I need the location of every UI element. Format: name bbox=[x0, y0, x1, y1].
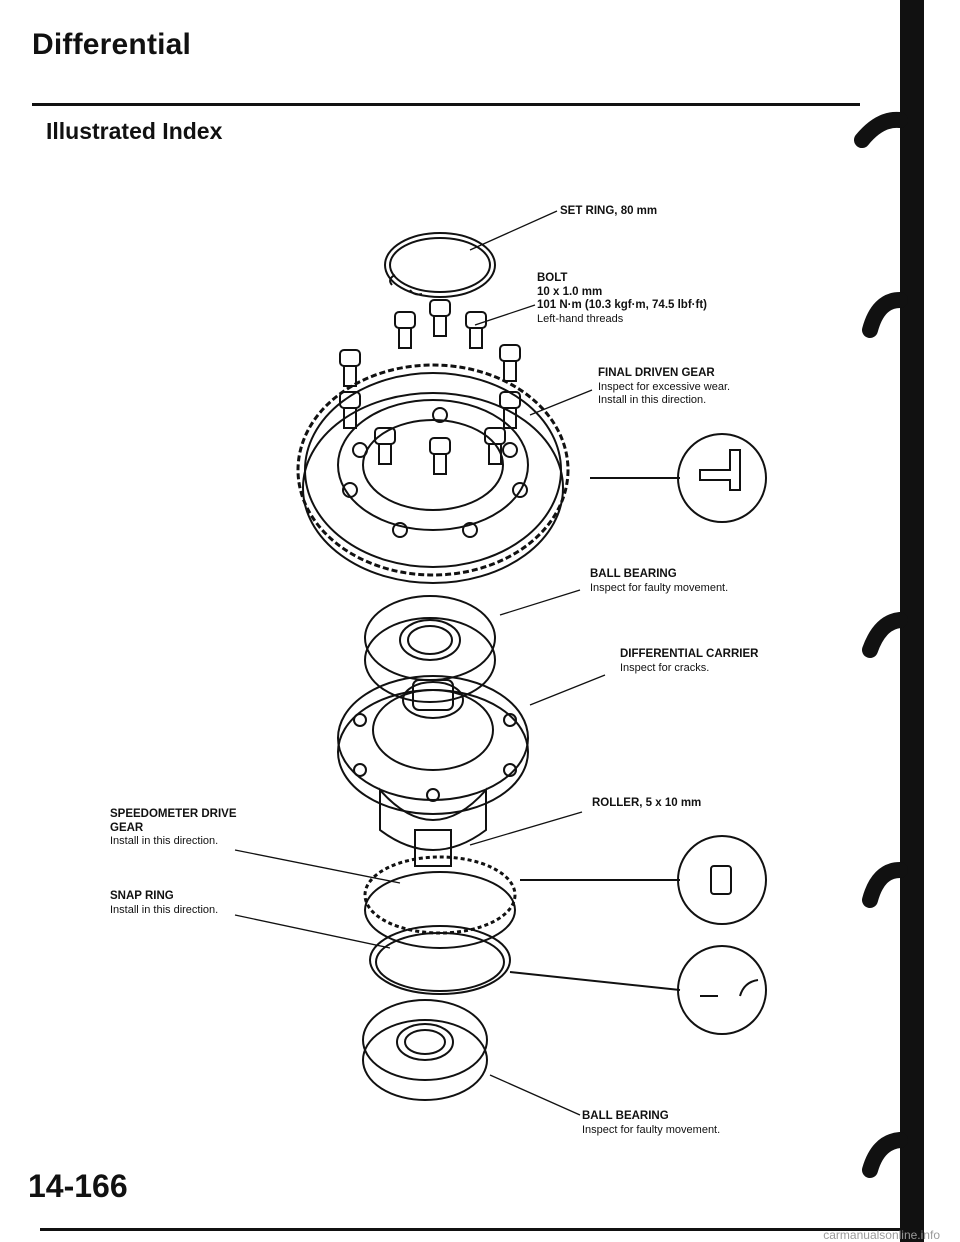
label-ball-bearing-bottom: BALL BEARING Inspect for faulty movement… bbox=[582, 1110, 720, 1137]
final-driven-gear-name: FINAL DRIVEN GEAR bbox=[598, 367, 715, 379]
ball-bearing-top-note: Inspect for faulty movement. bbox=[590, 581, 729, 594]
ball-bearing-bottom-note: Inspect for faulty movement. bbox=[582, 1123, 721, 1136]
bolt-group bbox=[339, 299, 521, 475]
label-set-ring: SET RING, 80 mm bbox=[560, 205, 657, 219]
label-ball-bearing-top: BALL BEARING Inspect for faulty movement… bbox=[590, 568, 728, 595]
final-driven-gear-note-1: Inspect for excessive wear. bbox=[598, 380, 731, 393]
bolt-part bbox=[429, 299, 451, 337]
final-driven-gear-note-2: Install in this direction. bbox=[598, 394, 707, 406]
label-differential-carrier: DIFFERENTIAL CARRIER Inspect for cracks. bbox=[620, 648, 758, 675]
label-final-driven-gear: FINAL DRIVEN GEAR Inspect for excessive … bbox=[598, 367, 730, 408]
bolt-note: Left-hand threads bbox=[537, 312, 624, 325]
snap-ring-note: Install in this direction. bbox=[110, 903, 219, 916]
ball-bearing-bottom-part bbox=[362, 999, 488, 1101]
direction-inset-gear bbox=[590, 433, 767, 523]
bolt-part bbox=[394, 311, 416, 349]
direction-inset-speedo bbox=[520, 835, 767, 925]
snap-ring-name: SNAP RING bbox=[110, 890, 174, 902]
title-rule bbox=[32, 103, 860, 106]
ball-bearing-top-part bbox=[364, 595, 496, 703]
ball-bearing-top-name: BALL BEARING bbox=[590, 568, 677, 580]
direction-inset-snap-ring bbox=[509, 945, 767, 1035]
differential-carrier-name: DIFFERENTIAL CARRIER bbox=[620, 648, 759, 660]
section-subtitle: Illustrated Index bbox=[46, 118, 223, 144]
bolt-size: 10 x 1.0 mm bbox=[537, 285, 603, 298]
bolt-part bbox=[465, 311, 487, 349]
set-ring-part bbox=[384, 232, 496, 298]
leader-lines bbox=[234, 210, 606, 1116]
speedometer-gear-part bbox=[363, 855, 517, 949]
roller-name: ROLLER, 5 x 10 mm bbox=[592, 797, 702, 809]
speedometer-gear-note: Install in this direction. bbox=[110, 835, 219, 847]
differential-carrier-note: Inspect for cracks. bbox=[620, 661, 710, 674]
footer-watermark: carmanualsonline.info bbox=[823, 1228, 940, 1242]
bolt-torque: 101 N·m (10.3 kgf·m, 74.5 lbf·ft) bbox=[537, 299, 707, 311]
page-number: 14-166 bbox=[28, 1168, 128, 1204]
page-title: Differential bbox=[32, 28, 192, 61]
bolt-part bbox=[429, 437, 451, 475]
speedometer-gear-name: SPEEDOMETER DRIVE bbox=[110, 808, 237, 820]
label-snap-ring: SNAP RING Install in this direction. bbox=[110, 890, 218, 917]
label-roller: ROLLER, 5 x 10 mm bbox=[592, 797, 701, 811]
bottom-rule bbox=[40, 1228, 900, 1231]
bolt-part bbox=[374, 427, 396, 465]
label-bolt: BOLT 10 x 1.0 mm 101 N·m (10.3 kgf·m, 74… bbox=[537, 272, 707, 326]
ball-bearing-bottom-name: BALL BEARING bbox=[582, 1110, 669, 1122]
speedometer-gear-name-2: GEAR bbox=[110, 821, 144, 834]
snap-ring-part bbox=[369, 925, 511, 995]
set-ring-name: SET RING, 80 mm bbox=[560, 205, 658, 217]
label-speedometer-drive-gear: SPEEDOMETER DRIVE GEAR Install in this d… bbox=[110, 808, 237, 849]
final-driven-gear-part bbox=[296, 363, 570, 584]
bolt-part bbox=[339, 349, 361, 387]
bolt-name: BOLT bbox=[537, 272, 568, 284]
bolt-part bbox=[499, 344, 521, 382]
differential-carrier-part bbox=[337, 675, 529, 867]
